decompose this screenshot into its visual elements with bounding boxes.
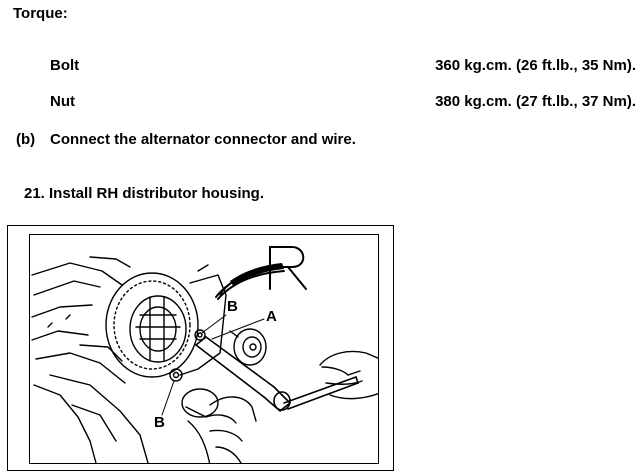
- distributor-housing: [105, 264, 227, 378]
- bolt-b-top: [194, 329, 206, 341]
- step-21-heading: 21. Install RH distributor housing.: [24, 185, 265, 202]
- right-hand: [319, 350, 378, 400]
- illustration-frame: B A B R: [7, 225, 394, 471]
- side-letter-r: R: [266, 294, 267, 296]
- callout-a: A: [266, 308, 277, 325]
- cable-shadow: [230, 263, 284, 287]
- step-b-instruction: Connect the alternator connector and wir…: [50, 131, 356, 148]
- step-b-marker: (b): [16, 131, 36, 148]
- callout-b-bottom: B: [154, 414, 165, 431]
- pulley: [229, 328, 267, 366]
- engine-block-outline: [31, 256, 149, 463]
- distributor-housing-illustration: B A B R: [31, 246, 378, 463]
- callout-leaders: [161, 314, 265, 416]
- bolt-b-bottom: [169, 368, 183, 382]
- illustration-border: B A B R: [29, 234, 379, 464]
- torque-heading: Torque:: [13, 5, 68, 22]
- left-hand: [181, 388, 257, 463]
- bolt-label: Bolt: [50, 57, 80, 74]
- nut-label: Nut: [50, 93, 75, 110]
- bolt-torque-value: 360 kg.cm. (26 ft.lb., 35 Nm).: [435, 57, 636, 74]
- nut-torque-value: 380 kg.cm. (27 ft.lb., 37 Nm).: [435, 93, 636, 110]
- callout-b-top: B: [227, 298, 238, 315]
